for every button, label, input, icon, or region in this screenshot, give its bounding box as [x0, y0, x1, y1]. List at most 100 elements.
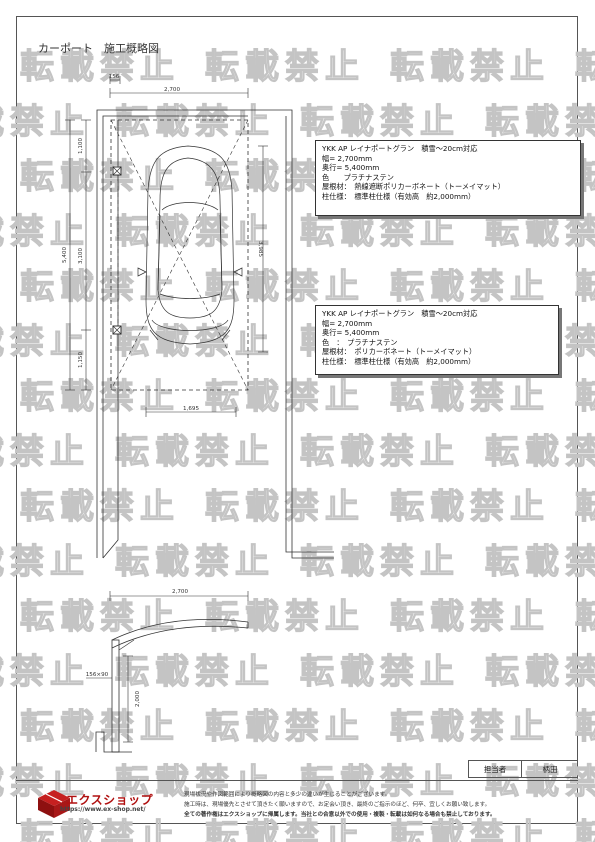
watermark-text: 転載禁止	[390, 487, 550, 527]
boundary-wall-left	[96, 109, 248, 558]
ground-line	[95, 731, 132, 753]
watermark-text: 転載禁止	[205, 707, 365, 747]
roof-beam-arc	[111, 618, 249, 641]
dim-label-post-span: 3,100	[78, 248, 84, 264]
watermark-text: 転載禁止	[390, 377, 550, 417]
footer-note: 現場状況や作図範囲により概略図の内容と多少の違いが生じることがございます。	[184, 792, 391, 798]
watermark-text: 転載禁止	[20, 707, 180, 747]
watermark-text: 転載禁止	[575, 267, 595, 307]
elev-dim-label-height: 2,000	[135, 691, 141, 707]
post-rear-cross	[112, 325, 122, 335]
watermark-text: 転載禁止	[0, 102, 90, 142]
spec-line: 幅= 2,700mm	[322, 318, 373, 328]
boundary-wall-left-inner	[102, 115, 248, 558]
staff-stamp: 担当者 柄田	[468, 760, 578, 778]
watermark-text: 転載禁止	[575, 817, 595, 842]
watermark-text: 転載禁止	[205, 817, 365, 842]
watermark-text: 転載禁止	[0, 652, 90, 692]
company-url[interactable]: https://www.ex-shop.net/	[60, 806, 146, 813]
dim-label-car-length: 3,985	[257, 241, 263, 257]
watermark-text: 転載禁止	[20, 597, 180, 637]
watermark-text: 転載禁止	[0, 322, 90, 362]
footer-divider	[16, 780, 578, 781]
watermark-text: 転載禁止	[485, 542, 595, 582]
watermark-text: 転載禁止	[485, 652, 595, 692]
spec-line: 柱仕様： 標準柱仕様（有効高 約2,000mm）	[322, 356, 476, 366]
watermark-text: 転載禁止	[0, 212, 90, 252]
watermark-text: 転載禁止	[115, 102, 275, 142]
watermark-text: 転載禁止	[300, 542, 460, 582]
watermark-text: 転載禁止	[485, 432, 595, 472]
spec-line: 幅= 2,700mm	[322, 153, 373, 163]
footer-note-copyright: 全ての著作権はエクスショップに帰属します。当社との合意以外での使用・複製・転載は…	[184, 812, 496, 818]
elev-dim-label-post-section: 156×90	[86, 672, 109, 678]
dim-label-total-depth: 5,400	[62, 247, 68, 263]
watermark-text: 転載禁止	[115, 432, 275, 472]
car-top-view	[137, 145, 243, 345]
watermark-text: 転載禁止	[485, 212, 595, 252]
watermark-text: 転載禁止	[115, 212, 275, 252]
watermark-text: 転載禁止	[575, 487, 595, 527]
watermark-text: 転載禁止	[0, 762, 90, 802]
dim-label-front-overhang: 1,100	[78, 138, 84, 154]
spec-line: 奥行= 5,400mm	[322, 328, 380, 338]
watermark-text: 転載禁止	[300, 762, 460, 802]
roof-diagonal	[110, 119, 249, 391]
watermark-text: 転載禁止	[300, 652, 460, 692]
sheet-border	[16, 16, 578, 824]
watermark-text: 転載禁止	[485, 102, 595, 142]
watermark-text: 転載禁止	[205, 597, 365, 637]
watermark-text: 転載禁止	[205, 267, 365, 307]
spec-line: YKK AP レイナポートグラン 積雪～20cm対応	[322, 309, 478, 318]
dim-label-post-interval: 1,695	[183, 406, 199, 412]
spec-line: 柱仕様： 標準柱仕様（有効高 約2,000mm）	[322, 191, 476, 201]
roof-diagonal	[110, 119, 249, 391]
watermark-text: 転載禁止	[300, 102, 460, 142]
post-bracket	[118, 639, 135, 651]
watermark-text: 転載禁止	[205, 377, 365, 417]
footer-note: 施工時は、現場優先とさせて頂きたく願いますので、お定会い頂き、最終のご指示のほど…	[184, 802, 491, 808]
boundary-wall-right	[248, 109, 334, 559]
watermark-text: 転載禁止	[20, 817, 180, 842]
watermark-text: 転載禁止	[20, 47, 180, 87]
watermark-text: 転載禁止	[575, 597, 595, 637]
spec-line: 屋根材： ポリカーボネート（トーメイマット）	[322, 347, 477, 357]
watermark-text: 転載禁止	[390, 707, 550, 747]
spec-line: 奥行= 5,400mm	[322, 163, 380, 173]
boundary-wall-right-inner	[285, 116, 334, 553]
spec-box-standard: YKK AP レイナポートグラン 積雪～20cm対応 幅= 2,700mm 奥行…	[315, 305, 559, 375]
dim-label-rear-overhang: 1,150	[78, 352, 84, 368]
watermark-text: 転載禁止	[300, 212, 460, 252]
carport-roof-outline	[110, 119, 249, 391]
post-front-cross	[112, 166, 122, 176]
watermark-text: 転載禁止	[390, 47, 550, 87]
watermark-text: 転載禁止	[115, 652, 275, 692]
elev-dim-label-top: 2,700	[172, 589, 188, 595]
watermark-text: 転載禁止	[0, 542, 90, 582]
spec-box-heat-block: YKK AP レイナポートグラン 積雪～20cm対応 幅= 2,700mm 奥行…	[315, 140, 581, 216]
ex-shop-logo-icon	[38, 790, 70, 818]
staff-name: 柄田	[542, 764, 558, 774]
watermark-text: 転載禁止	[205, 487, 365, 527]
roof-beam-arc-lower	[111, 625, 249, 649]
post-elevation	[111, 639, 120, 753]
watermark-text: 転載禁止	[390, 817, 550, 842]
watermark-text: 転載禁止	[115, 322, 275, 362]
spec-line: YKK AP レイナポートグラン 積雪～20cm対応	[322, 144, 478, 153]
watermark-text: 転載禁止	[205, 47, 365, 87]
watermark-text: 転載禁止	[0, 432, 90, 472]
company-name: エクスショップ	[66, 793, 154, 807]
watermark-text: 転載禁止	[575, 707, 595, 747]
dim-label-post-offset: 156	[109, 74, 120, 80]
spec-line: 色 ： プラチナステン	[322, 337, 398, 347]
watermark-text: 転載禁止	[390, 597, 550, 637]
watermark-text: 転載禁止	[575, 377, 595, 417]
spec-line: 屋根材： 熱線遮断ポリカーボネート（トーメイマット）	[322, 182, 505, 192]
watermark-text: 転載禁止	[390, 267, 550, 307]
dim-label-top-width: 2,700	[164, 87, 180, 93]
watermark-text: 転載禁止	[300, 432, 460, 472]
page-title: カーポート 施工概略図	[38, 42, 159, 55]
